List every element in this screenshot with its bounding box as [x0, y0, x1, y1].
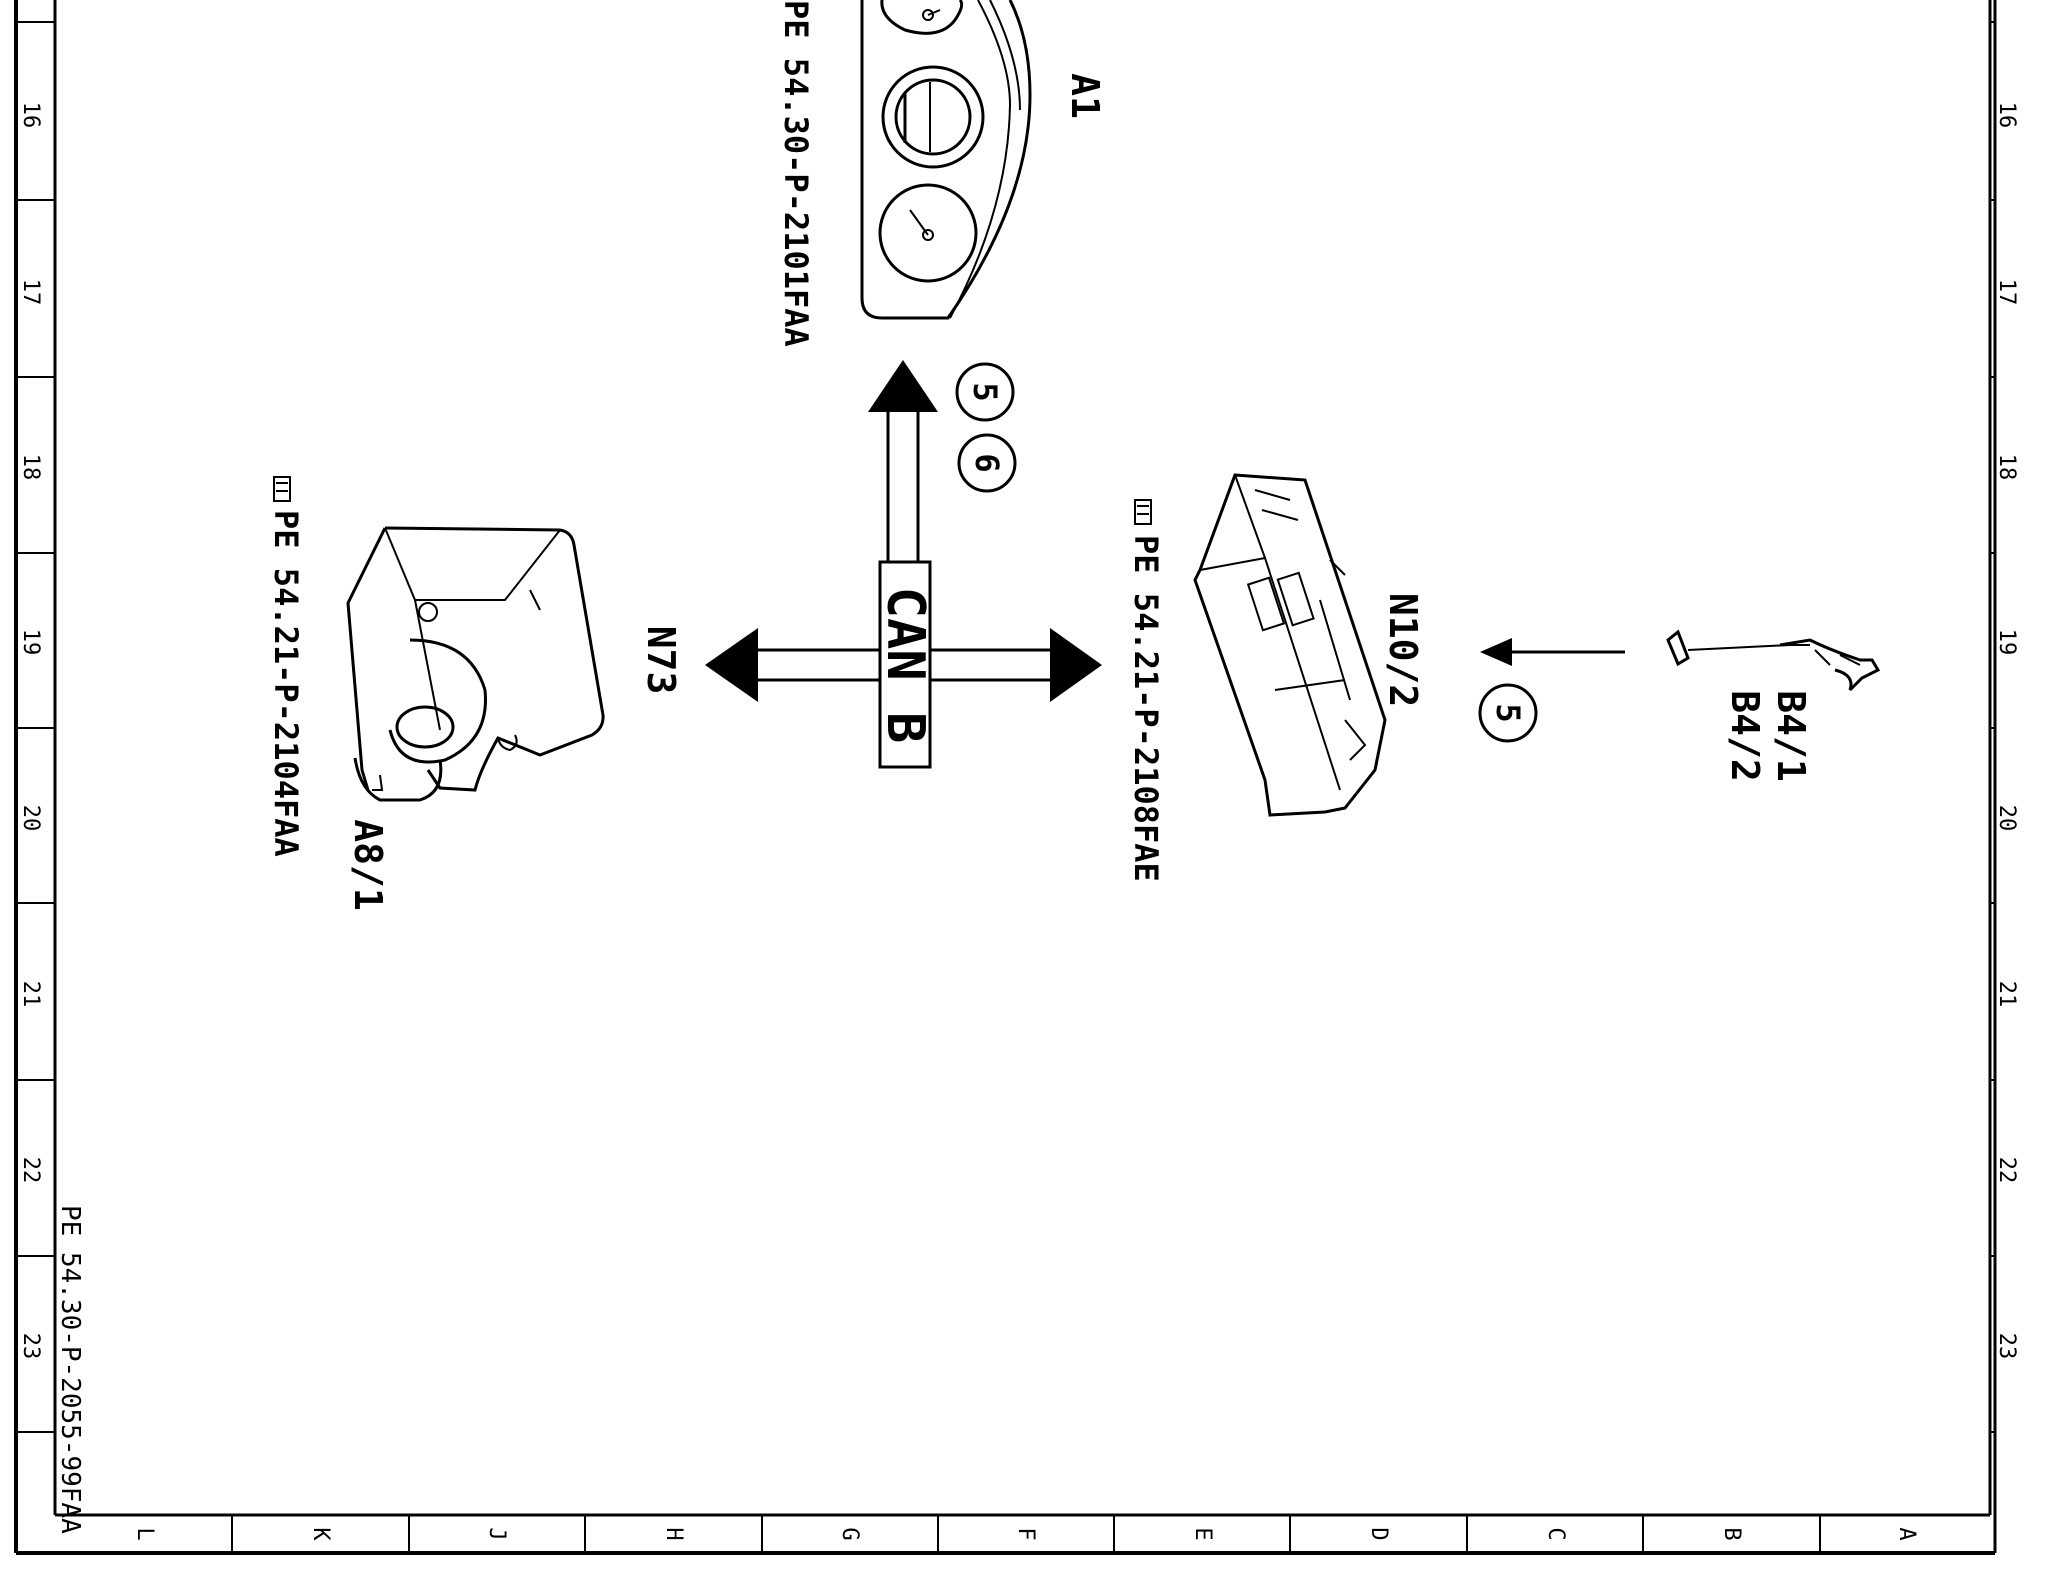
row-number: 19 — [1994, 629, 2019, 656]
row-number: 21 — [1994, 981, 2019, 1008]
column-letter: F — [1013, 1527, 1038, 1540]
b4-2-label: B4/2 — [1723, 690, 1767, 782]
b4-1-label: B4/1 — [1769, 690, 1813, 782]
column-letter: H — [661, 1527, 686, 1540]
row-number: 19 — [18, 629, 43, 656]
row-number: 16 — [18, 102, 43, 129]
column-letter: A — [1894, 1527, 1919, 1540]
row-number: 22 — [1994, 1157, 2019, 1184]
row-number: 20 — [1994, 805, 2019, 832]
column-letter: D — [1366, 1527, 1391, 1540]
row-number: 17 — [1994, 279, 2019, 306]
left-row-ruler: 16 17 18 19 20 21 22 23 — [16, 21, 55, 1433]
svg-text:5: 5 — [1489, 703, 1527, 722]
column-letter: G — [837, 1527, 862, 1540]
column-letter: E — [1190, 1527, 1215, 1540]
a8-1-label: A8/1 — [346, 819, 390, 911]
a1-instrument-cluster-icon — [860, 0, 1032, 320]
row-number: 20 — [18, 805, 43, 832]
can-b-label: CAN B — [875, 587, 935, 744]
column-letter: K — [308, 1527, 333, 1541]
b4-fuel-level-sensor-icon — [1666, 629, 1881, 692]
a8-1-ignition-switch-icon — [346, 526, 605, 802]
svg-text:6: 6 — [968, 453, 1006, 472]
row-number: 23 — [18, 1333, 43, 1360]
bottom-column-ruler: L K J H G F E D C B A — [132, 1515, 1919, 1553]
column-letter: B — [1719, 1527, 1744, 1540]
callout-5-top: 5 — [955, 362, 1015, 422]
row-number: 16 — [1994, 102, 2019, 129]
callout-5-sensor: 5 — [1478, 683, 1538, 743]
column-letter: L — [132, 1527, 157, 1540]
document-id: PE 54.30-P-2055-99FAA — [55, 1205, 85, 1534]
row-number: 21 — [18, 981, 43, 1008]
n10-2-reference: PE 54.21-P-2108FAE — [1127, 535, 1165, 882]
row-number: 23 — [1994, 1333, 2019, 1360]
column-letter: C — [1543, 1527, 1568, 1540]
pointing-hand-icon — [1134, 499, 1152, 525]
callout-6-top: 6 — [957, 433, 1017, 493]
can-bus-arrows — [705, 360, 1102, 702]
a8-1-reference: PE 54.21-P-2104FAA — [267, 510, 305, 857]
can-b-box: CAN B — [875, 560, 935, 769]
drawing-frame — [14, 0, 1997, 1555]
pointing-hand-icon — [273, 476, 291, 502]
row-number: 22 — [18, 1157, 43, 1184]
n73-label: N73 — [639, 626, 683, 695]
column-letter: J — [484, 1527, 509, 1540]
row-number: 18 — [1994, 454, 2019, 481]
row-number: 17 — [18, 279, 43, 306]
right-row-ruler: 16 17 18 19 20 21 22 23 — [1990, 21, 2019, 1433]
sensor-arrow — [1480, 638, 1625, 666]
svg-text:5: 5 — [966, 382, 1004, 401]
row-number: 18 — [18, 454, 43, 481]
n10-2-control-unit-icon — [1193, 473, 1387, 817]
n10-2-label: N10/2 — [1381, 593, 1425, 707]
a1-reference: PE 54.30-P-2101FAA — [777, 0, 815, 347]
a1-label: A1 — [1063, 73, 1107, 119]
